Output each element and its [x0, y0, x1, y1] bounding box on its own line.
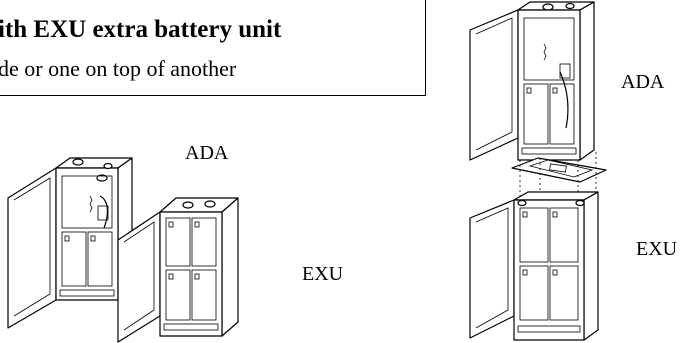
exu-cabinet-stacked — [469, 191, 599, 341]
exu-battery-2 — [191, 217, 217, 267]
exu-cabinet-left — [117, 197, 239, 343]
label-ada-side-by-side: ADA — [185, 142, 229, 164]
title-heading: ith EXU extra battery unit — [0, 16, 282, 43]
exu-stacked-battery-4 — [549, 265, 579, 321]
exu-battery-1 — [165, 217, 191, 267]
label-exu-side-by-side: EXU — [302, 263, 344, 285]
ada-door-stacked — [469, 9, 519, 161]
label-ada-stacked: ADA — [621, 71, 665, 93]
exu-door-stacked — [469, 199, 515, 339]
ada-knob-1 — [72, 158, 84, 166]
ada-cabinet-left — [7, 157, 133, 329]
ada-door-left — [7, 167, 57, 329]
exu-stacked-battery-3 — [519, 265, 549, 321]
exu-battery-3 — [165, 269, 191, 321]
label-exu-stacked: EXU — [636, 238, 678, 260]
title-subheading: de or one on top of another — [0, 56, 237, 81]
exu-stacked-battery-1 — [519, 207, 549, 263]
ada-stacked-battery-1 — [523, 83, 549, 145]
ada-battery-2 — [87, 231, 113, 287]
title-box: ith EXU extra battery unit de or one on … — [0, 0, 426, 96]
exu-stacked-battery-2 — [549, 207, 579, 263]
ada-stacked-battery-2 — [549, 83, 575, 145]
exu-battery-4 — [191, 269, 217, 321]
ada-cabinet-stacked — [469, 1, 595, 161]
ada-battery-1 — [61, 231, 87, 287]
